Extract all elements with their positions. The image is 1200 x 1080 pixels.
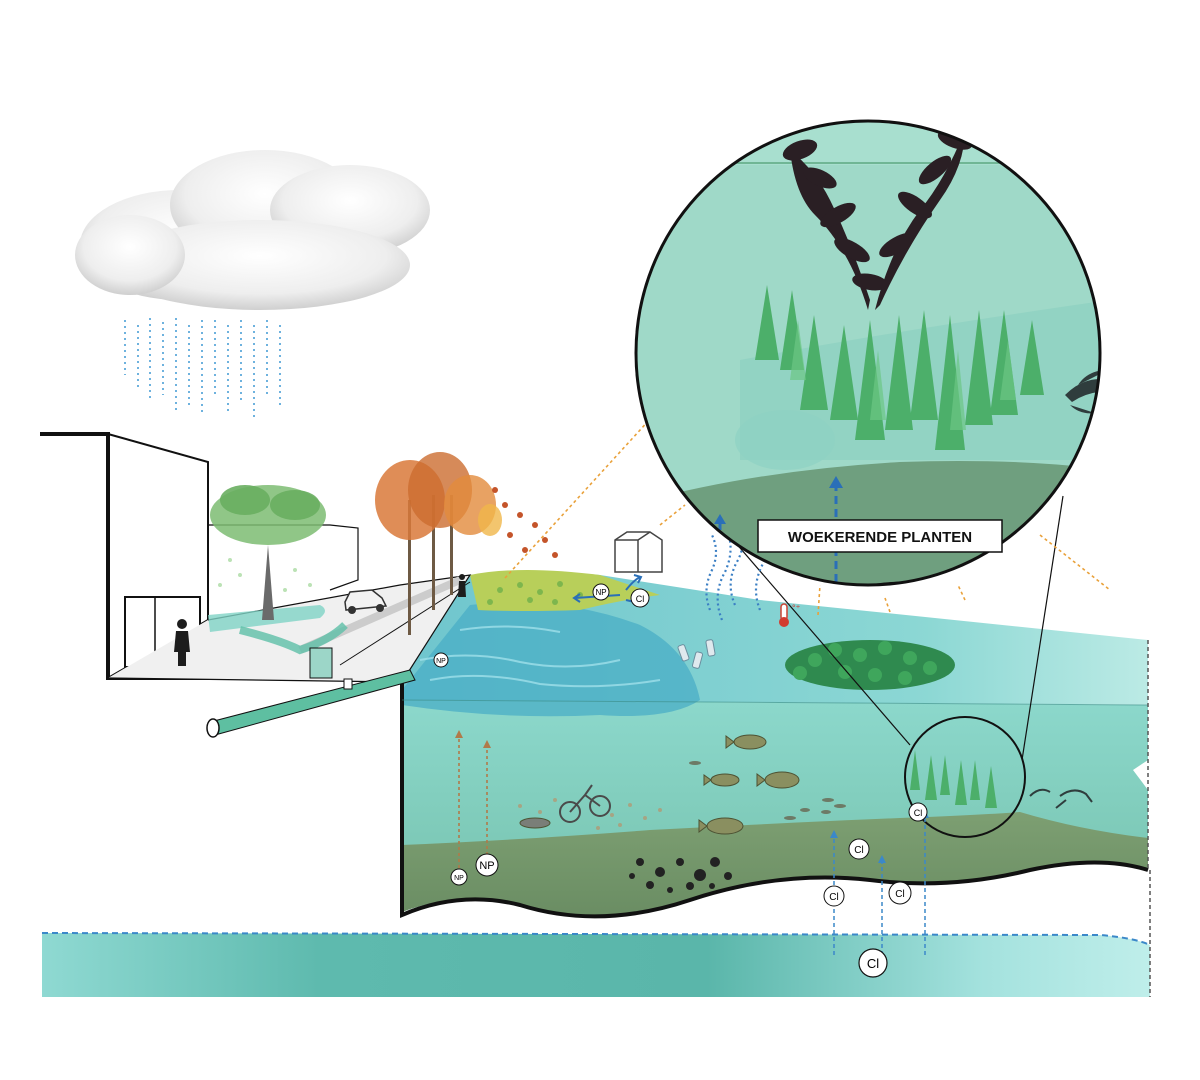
bottle-icon — [677, 639, 716, 669]
nutrient-arrows — [458, 735, 488, 868]
bicycle-icon — [559, 784, 611, 823]
np-marker: NP — [433, 652, 449, 668]
car-icon — [344, 589, 388, 614]
sediment-debris — [518, 798, 662, 830]
svg-text:Cl: Cl — [829, 892, 838, 903]
tree-icon — [210, 485, 326, 620]
np-marker: NP — [475, 853, 499, 877]
svg-text:NP: NP — [454, 875, 464, 882]
svg-text:NP: NP — [479, 860, 494, 872]
house-icon — [614, 531, 663, 573]
svg-text:Cl: Cl — [867, 956, 879, 971]
svg-text:NP: NP — [436, 658, 446, 665]
np-marker: NP — [592, 583, 610, 601]
cl-marker: Cl — [848, 838, 870, 860]
small-fish-school — [689, 761, 846, 820]
thermometer-icon: °⁺ — [779, 603, 801, 627]
cl-marker: Cl — [858, 948, 888, 978]
np-marker: NP — [450, 868, 468, 886]
pipe-icon — [206, 647, 416, 738]
autumn-trees — [375, 452, 558, 635]
fish-icon — [519, 734, 800, 835]
svg-text:Cl: Cl — [854, 845, 863, 856]
svg-text:Cl: Cl — [895, 889, 904, 900]
svg-text:Cl: Cl — [636, 594, 645, 604]
canal-section — [400, 570, 1149, 919]
svg-text:Cl: Cl — [914, 808, 923, 818]
crayfish-icon — [1029, 788, 1093, 809]
cl-marker: Cl — [630, 588, 650, 608]
person-icon — [174, 574, 466, 666]
floating-plants — [785, 640, 955, 690]
cl-marker: Cl — [888, 881, 912, 905]
rain-icon — [124, 318, 281, 418]
heat-rays — [504, 394, 1111, 616]
callout-label: WOEKERENDE PLANTEN — [788, 529, 972, 546]
stone-icon — [629, 857, 732, 893]
cloud-icon — [75, 150, 430, 310]
zoom-target-circle — [904, 716, 1026, 838]
svg-text:°⁺: °⁺ — [792, 603, 801, 613]
cl-marker: Cl — [908, 802, 928, 822]
svg-text:NP: NP — [595, 588, 606, 597]
cl-marker: Cl — [823, 885, 845, 907]
nutrient-arrow-heads — [455, 730, 491, 748]
callout-woekerende-planten: WOEKERENDE PLANTEN — [757, 519, 1003, 553]
dark-plant — [782, 130, 973, 310]
